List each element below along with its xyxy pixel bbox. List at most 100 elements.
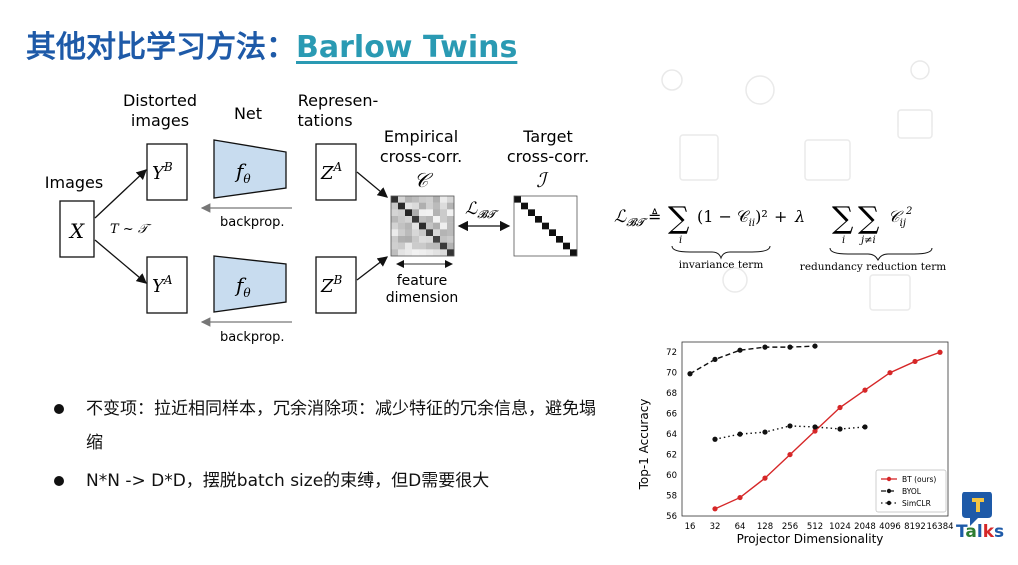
matrix-cell — [405, 216, 413, 223]
matrix-cell — [391, 216, 399, 223]
matrix-cell — [391, 229, 399, 237]
matrix-cell — [433, 242, 441, 250]
matrix-cell — [440, 229, 448, 237]
matrix-cell — [528, 249, 536, 257]
data-point — [762, 475, 768, 481]
label-target-1: Target — [522, 127, 573, 146]
matrix-cell — [570, 216, 578, 223]
matrix-cell — [570, 202, 578, 210]
label-c: 𝒞 — [414, 168, 434, 192]
matrix-cell — [549, 202, 557, 210]
matrix-cell — [398, 222, 406, 230]
matrix-cell — [447, 242, 455, 250]
talks-logo-text: Talks — [956, 522, 1005, 542]
svg-text:invariance term: invariance term — [679, 259, 764, 271]
data-point — [837, 426, 843, 432]
matrix-cell — [440, 249, 448, 257]
matrix-cell — [398, 242, 406, 250]
matrix-cell — [426, 216, 434, 223]
matrix-cell — [570, 229, 578, 237]
matrix-cell — [570, 242, 578, 250]
data-point — [762, 429, 768, 435]
matrix-cell — [426, 222, 434, 230]
matrix-cell — [556, 216, 564, 223]
bullet-text-2: N*N -> D*D，摆脱batch size的束缚，但D需要很大 — [86, 471, 490, 491]
matrix-cell — [535, 249, 543, 257]
data-point — [762, 344, 768, 350]
matrix-cell — [556, 222, 564, 230]
matrix-cell — [426, 209, 434, 217]
yb-box — [146, 143, 188, 201]
label-transform: T ~ 𝒯 — [110, 222, 152, 237]
matrix-cell — [433, 222, 441, 230]
matrix-cell — [426, 196, 434, 203]
matrix-cell — [514, 249, 522, 257]
net-top — [213, 139, 287, 199]
svg-text:redundancy reduction term: redundancy reduction term — [800, 261, 946, 273]
matrix-cell — [549, 236, 557, 243]
x-tick-label: 4096 — [879, 522, 901, 532]
y-tick-label: 64 — [666, 430, 677, 440]
label-empirical-2: cross-corr. — [380, 147, 462, 166]
matrix-cell — [563, 196, 571, 203]
label-net: Net — [234, 104, 262, 123]
matrix-cell — [440, 236, 448, 243]
matrix-cell — [433, 236, 441, 243]
net-bottom — [213, 255, 287, 313]
matrix-cell — [433, 196, 441, 203]
data-point — [812, 428, 818, 434]
data-point — [787, 423, 793, 429]
data-point — [687, 371, 693, 377]
matrix-cell — [549, 216, 557, 223]
legend-label: BYOL — [902, 487, 922, 496]
matrix-cell — [447, 216, 455, 223]
matrix-cell — [412, 222, 420, 230]
matrix-cell — [405, 202, 413, 210]
svg-text:+: + — [774, 207, 787, 226]
target-cross-corr-matrix — [514, 196, 578, 257]
matrix-cell — [514, 196, 522, 203]
data-point — [812, 343, 818, 349]
matrix-cell — [570, 236, 578, 243]
data-point — [737, 494, 743, 501]
matrix-cell — [419, 229, 427, 237]
matrix-cell — [570, 209, 578, 217]
matrix-cell — [556, 196, 564, 203]
matrix-cell — [521, 209, 529, 217]
matrix-cell — [514, 236, 522, 243]
sum-symbol-3: ∑ — [858, 201, 880, 236]
legend-label: BT (ours) — [902, 475, 936, 484]
matrix-cell — [521, 242, 529, 250]
matrix-cell — [426, 249, 434, 257]
y-tick-label: 68 — [666, 389, 677, 399]
matrix-cell — [398, 236, 406, 243]
matrix-cell — [433, 202, 441, 210]
legend-label: SimCLR — [902, 499, 931, 508]
title-link[interactable]: Barlow Twins — [296, 30, 518, 65]
accuracy-chart: Top-1 Accuracy Projector Dimensionality … — [637, 341, 954, 546]
label-x: X — [68, 219, 85, 243]
x-tick-label: 512 — [807, 522, 823, 532]
matrix-cell — [542, 242, 550, 250]
matrix-cell — [412, 249, 420, 257]
matrix-cell — [433, 249, 441, 257]
matrix-cell — [563, 216, 571, 223]
matrix-cell — [405, 236, 413, 243]
matrix-cell — [426, 242, 434, 250]
legend-marker — [886, 476, 892, 482]
matrix-cell — [447, 209, 455, 217]
svg-text:λ: λ — [794, 207, 805, 226]
matrix-cell — [412, 242, 420, 250]
talks-logo-icon — [962, 492, 992, 526]
matrix-cell — [419, 249, 427, 257]
matrix-cell — [419, 216, 427, 223]
matrix-cell — [563, 249, 571, 257]
matrix-cell — [563, 222, 571, 230]
loss-formula: ℒ𝓑𝓣 ≜ ∑ i (1 − 𝒞ii)² + λ ∑ i ∑ j≠i 𝒞ij2 … — [614, 201, 946, 273]
data-point — [712, 506, 718, 512]
matrix-cell — [447, 196, 455, 203]
matrix-cell — [447, 236, 455, 243]
ya-box — [146, 256, 188, 314]
x-tick-label: 16 — [685, 522, 696, 532]
matrix-cell — [391, 249, 399, 257]
